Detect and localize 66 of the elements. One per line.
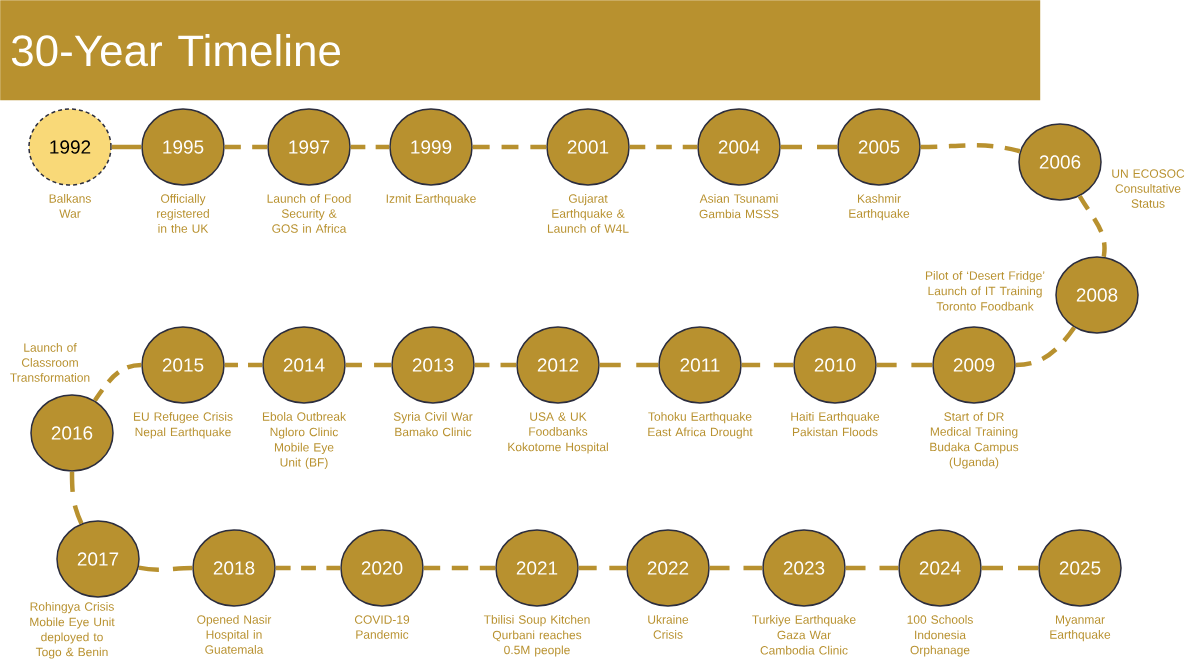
connector-line: [780, 144, 838, 150]
event-caption: EU Refugee Crisis: [134, 412, 233, 424]
event-caption: Officially registered in the UK: [157, 194, 209, 233]
event-caption: Nepal Earthquake: [135, 427, 231, 439]
connector-line: [876, 362, 933, 368]
event-caption: 100 Schools: [907, 615, 973, 624]
connector-line: [350, 144, 390, 150]
event-caption: Mobile Eye Unit deployed to Togo & Benin: [30, 617, 115, 659]
event-caption: Launch of IT Training: [928, 286, 1042, 298]
event-caption: Haiti Earthquake: [791, 412, 880, 424]
event-caption: USA & UK Foodbanks: [529, 412, 588, 436]
connector-line: [474, 362, 517, 368]
event-caption: Ngloro Clinic: [270, 427, 338, 439]
event-caption: Budaka Campus (Uganda): [930, 442, 1019, 469]
connector-line: [345, 362, 392, 368]
connector-line: [1077, 195, 1107, 258]
event-caption: Myanmar Earthquake: [1050, 615, 1111, 642]
connector-line: [920, 143, 1021, 154]
connector-line: [981, 565, 1039, 571]
event-caption: Gambia MSSS: [699, 209, 779, 219]
title-banner: 30-Year Timeline: [0, 0, 1041, 101]
event-caption: Syria Civil War: [393, 412, 473, 424]
connector-line: [138, 565, 193, 572]
event-caption: Cambodia Clinic: [760, 645, 848, 655]
connector-line: [69, 471, 84, 525]
event-caption: Balkans War: [49, 194, 91, 218]
event-caption: COVID-19 Pandemic: [354, 615, 410, 639]
event-caption: Izmit Earthquake: [386, 194, 476, 206]
connector-line: [224, 362, 263, 368]
event-caption: Kashmir Earthquake: [849, 194, 910, 221]
event-caption: Qurbani reaches 0.5M people: [492, 630, 582, 657]
event-caption: Pakistan Floods: [792, 427, 878, 437]
connector-line: [599, 362, 659, 368]
connector-line: [741, 362, 794, 368]
event-caption: UN ECOSOC Consultative Status: [1112, 169, 1185, 208]
event-caption: Ebola Outbreak: [262, 412, 347, 421]
event-caption: Start of DR Medical Training: [930, 412, 1018, 439]
event-caption: Launch of Classroom Transformation: [10, 343, 90, 382]
connector-line: [423, 565, 496, 571]
connector-line: [709, 565, 763, 571]
connector-line: [224, 144, 268, 150]
event-caption: Kokotome Hospital: [508, 442, 608, 454]
event-caption: Bamako Clinic: [395, 427, 472, 437]
event-caption: Turkiye Earthquake: [752, 615, 856, 627]
connector-line: [578, 565, 627, 571]
event-caption: Ukraine Crisis: [648, 615, 689, 639]
event-caption: Tohoku Earthquake: [648, 412, 752, 424]
event-caption: Tbilisi Soup Kitchen: [483, 615, 590, 627]
event-caption: Rohingya Crisis: [30, 602, 114, 614]
event-caption: Gujarat Earthquake & Launch of W4L: [547, 194, 629, 233]
connector-line: [1015, 326, 1077, 368]
event-caption: Opened Nasir Hospital in Guatemala: [197, 615, 272, 654]
connector-line: [629, 144, 698, 150]
connector-line: [472, 144, 547, 150]
connector-line: [845, 565, 899, 571]
connector-line: [111, 144, 142, 150]
event-caption: Asian Tsunami: [699, 194, 778, 203]
connector-line: [92, 362, 142, 402]
connector-line: [275, 565, 341, 571]
event-caption: Indonesia Orphanage: [910, 630, 970, 657]
event-caption: Gaza War: [777, 630, 831, 640]
event-caption: Mobile Eye Unit (BF): [275, 442, 334, 469]
event-caption: Launch of Food Security & GOS in Africa: [267, 194, 351, 233]
event-caption: Toronto Foodbank: [936, 301, 1034, 311]
event-caption: East Africa Drought: [648, 427, 753, 439]
event-caption: Pilot of ‘Desert Fridge’: [926, 271, 1045, 283]
